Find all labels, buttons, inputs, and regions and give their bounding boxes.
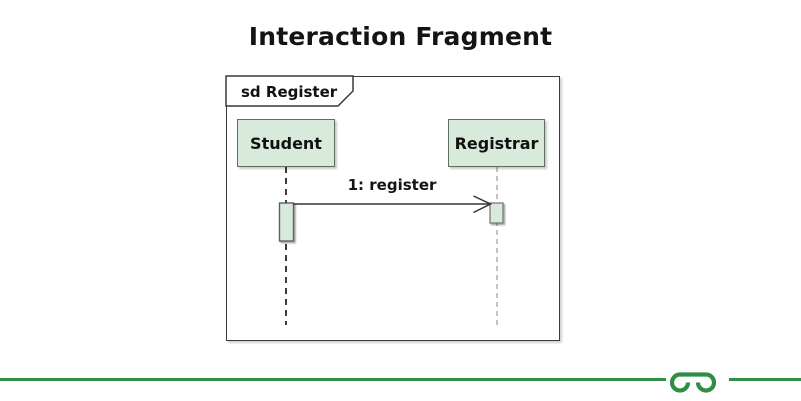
lifeline-head-student-label: Student (250, 133, 322, 153)
lifeline-head-registrar-label: Registrar (454, 133, 539, 153)
footer-divider-right (729, 378, 801, 381)
frame-label: sd Register (241, 83, 338, 101)
message-label: 1: register (347, 176, 437, 194)
sequence-diagram-frame (226, 76, 560, 341)
lifeline-head-registrar: Registrar (448, 119, 545, 167)
page-title: Interaction Fragment (248, 22, 553, 51)
lifeline-head-student: Student (237, 119, 335, 167)
geeksforgeeks-logo-icon (670, 372, 716, 393)
footer-divider-left (0, 378, 666, 381)
